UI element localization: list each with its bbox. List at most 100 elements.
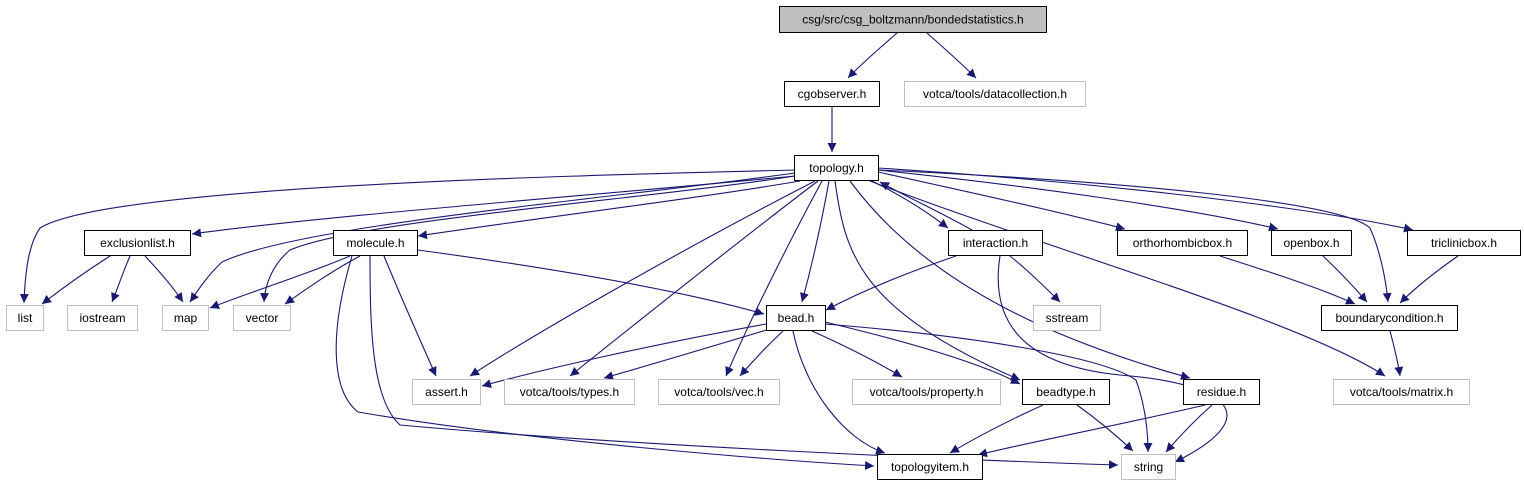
node-box-orthorhombicbox <box>1117 230 1248 256</box>
node-label-openbox: openbox.h <box>1283 236 1339 250</box>
edge-beadtype-to-topologyitem <box>949 404 1044 454</box>
node-box-string <box>1121 454 1176 480</box>
node-box-boundarycondition <box>1321 305 1458 331</box>
node-bead[interactable]: bead.h <box>766 305 826 331</box>
node-box-molecule <box>333 230 418 256</box>
node-property: votca/tools/property.h <box>852 379 1001 405</box>
node-label-map: map <box>174 311 198 325</box>
node-label-cgobserver: cgobserver.h <box>798 87 867 101</box>
node-box-topology <box>794 155 879 181</box>
edge-topology-to-vector <box>260 175 796 303</box>
node-label-property: votca/tools/property.h <box>870 385 984 399</box>
edge-topology-to-vec <box>725 180 823 377</box>
edge-topology-to-openbox <box>877 169 1279 232</box>
edge-interaction-to-sstream <box>1009 255 1061 303</box>
node-label-assert: assert.h <box>425 385 468 399</box>
node-box-beadtype <box>1022 379 1110 405</box>
node-topology[interactable]: topology.h <box>794 155 879 181</box>
edge-topology-to-assert <box>469 180 816 377</box>
node-topologyitem[interactable]: topologyitem.h <box>877 454 983 480</box>
edge-topology-to-triclinicbox <box>877 167 1414 233</box>
nodes-layer: csg/src/csg_boltzmann/bondedstatistics.h… <box>6 6 1521 480</box>
node-string: string <box>1121 454 1176 480</box>
node-molecule[interactable]: molecule.h <box>333 230 418 256</box>
edge-boundarycondition-to-matrix <box>1389 330 1404 377</box>
edge-molecule-to-assert <box>383 255 437 377</box>
node-box-interaction <box>948 230 1043 256</box>
node-matrix: votca/tools/matrix.h <box>1333 379 1470 405</box>
edge-exclusionlist-to-map <box>144 255 184 303</box>
edge-beadtype-to-string <box>1076 404 1134 452</box>
node-box-exclusionlist <box>84 230 191 256</box>
node-box-root <box>779 6 1047 33</box>
node-cgobserver[interactable]: cgobserver.h <box>784 81 880 107</box>
edge-topology-to-boundarycondition <box>877 169 1392 303</box>
node-box-matrix <box>1333 379 1470 405</box>
edge-triclinicbox-to-boundarycondition <box>1399 255 1459 304</box>
node-box-property <box>852 379 1001 405</box>
node-label-interaction: interaction.h <box>963 236 1028 250</box>
node-box-triclinicbox <box>1407 230 1521 256</box>
edge-bead-to-property <box>811 330 903 378</box>
node-box-assert <box>412 379 481 405</box>
node-vector: vector <box>233 305 291 331</box>
node-label-bead: bead.h <box>778 311 815 325</box>
edge-root-to-datacollection <box>926 32 977 79</box>
node-box-vector <box>233 305 291 331</box>
edge-openbox-to-boundarycondition <box>1322 255 1368 303</box>
node-boundarycondition[interactable]: boundarycondition.h <box>1321 305 1458 331</box>
edge-bead-to-types <box>603 328 771 380</box>
node-box-iostream <box>67 305 138 331</box>
edge-interaction-to-topology <box>879 181 973 231</box>
edge-molecule-to-map <box>209 255 351 309</box>
node-triclinicbox[interactable]: triclinicbox.h <box>1407 230 1521 256</box>
edge-molecule-to-string <box>369 255 1119 470</box>
edge-exclusionlist-to-iostream <box>111 255 131 303</box>
node-label-vec: votca/tools/vec.h <box>674 385 763 399</box>
edge-topology-to-types <box>569 180 819 377</box>
node-list: list <box>6 305 44 331</box>
node-openbox[interactable]: openbox.h <box>1271 230 1352 256</box>
node-beadtype[interactable]: beadtype.h <box>1022 379 1110 405</box>
node-label-sstream: sstream <box>1046 311 1089 325</box>
edge-bead-to-topologyitem <box>792 330 886 455</box>
edge-topology-to-residue <box>849 180 1191 380</box>
node-box-vec <box>658 379 780 405</box>
node-label-datacollection: votca/tools/datacollection.h <box>923 87 1067 101</box>
edge-molecule-to-vector <box>284 255 361 305</box>
node-box-residue <box>1183 379 1260 405</box>
node-box-map <box>162 305 209 331</box>
edge-residue-to-topologyitem <box>977 404 1206 458</box>
edge-topology-to-bead <box>800 180 830 303</box>
edge-bead-to-beadtype <box>824 321 1021 385</box>
node-label-vector: vector <box>246 311 279 325</box>
edge-interaction-to-string <box>997 255 1228 463</box>
edge-bead-to-string <box>824 323 1153 453</box>
node-exclusionlist[interactable]: exclusionlist.h <box>84 230 191 256</box>
node-orthorhombicbox[interactable]: orthorhombicbox.h <box>1117 230 1248 256</box>
edge-molecule-to-bead <box>417 249 765 316</box>
node-root[interactable]: csg/src/csg_boltzmann/bondedstatistics.h <box>779 6 1047 33</box>
edge-topology-to-list <box>19 169 796 304</box>
node-sstream: sstream <box>1033 305 1101 331</box>
node-vec: votca/tools/vec.h <box>658 379 780 405</box>
node-types: votca/tools/types.h <box>504 379 635 405</box>
node-label-beadtype: beadtype.h <box>1036 385 1095 399</box>
node-residue[interactable]: residue.h <box>1183 379 1260 405</box>
edge-molecule-to-topologyitem <box>335 255 875 470</box>
node-box-topologyitem <box>877 454 983 480</box>
node-label-iostream: iostream <box>79 311 125 325</box>
edge-topology-to-interaction <box>871 180 949 229</box>
node-interaction[interactable]: interaction.h <box>948 230 1043 256</box>
node-box-datacollection <box>904 81 1086 107</box>
node-label-orthorhombicbox: orthorhombicbox.h <box>1133 236 1232 250</box>
node-box-types <box>504 379 635 405</box>
node-label-residue: residue.h <box>1197 385 1246 399</box>
edge-residue-to-string <box>1165 404 1213 453</box>
node-label-topologyitem: topologyitem.h <box>891 460 969 474</box>
edge-topology-to-beadtype <box>834 180 1021 381</box>
node-map: map <box>162 305 209 331</box>
edge-orthorhombicbox-to-boundarycondition <box>1219 255 1356 305</box>
node-label-exclusionlist: exclusionlist.h <box>100 236 175 250</box>
